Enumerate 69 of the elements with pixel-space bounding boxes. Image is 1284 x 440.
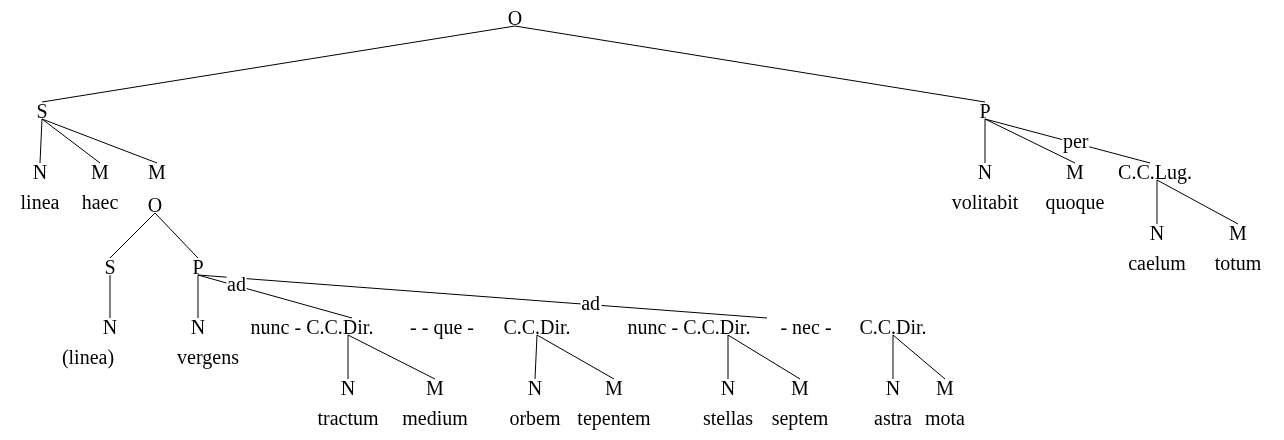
word-label: vergens bbox=[177, 347, 239, 367]
tree-branch-line bbox=[1156, 179, 1158, 225]
tree-branch-line bbox=[727, 334, 729, 380]
tree-branch-line bbox=[197, 274, 768, 319]
edge-label: ad bbox=[226, 273, 247, 294]
tree-node-label: M bbox=[91, 162, 109, 182]
word-label: mota bbox=[925, 408, 965, 428]
word-label: tepentem bbox=[577, 408, 651, 428]
connector-text: - - que - bbox=[410, 317, 474, 337]
tree-branch-line bbox=[347, 334, 436, 380]
tree-node-label: N bbox=[1149, 223, 1165, 243]
connector-text: - nec - bbox=[780, 317, 832, 337]
tree-branch-line bbox=[154, 212, 199, 259]
tree-node-label: N bbox=[340, 378, 356, 398]
tree-branch-line bbox=[892, 334, 894, 380]
word-label: quoque bbox=[1045, 192, 1105, 212]
tree-node-label: M bbox=[1066, 162, 1084, 182]
tree-branch-line bbox=[534, 334, 538, 380]
word-label: orbem bbox=[509, 408, 561, 428]
word-label: tractum bbox=[317, 408, 379, 428]
word-label: septem bbox=[771, 408, 829, 428]
tree-branch-line bbox=[727, 334, 801, 380]
tree-node-label: M bbox=[1229, 223, 1247, 243]
tree-branch-line bbox=[109, 274, 111, 319]
word-label: (linea) bbox=[61, 347, 115, 367]
tree-node-label: O bbox=[507, 8, 523, 28]
tree-branch-line bbox=[197, 274, 199, 319]
tree-branch-line bbox=[984, 118, 1076, 164]
tree-node-label: N bbox=[977, 162, 993, 182]
tree-node-label: N bbox=[32, 162, 48, 182]
tree-branch-line bbox=[41, 118, 101, 164]
tree-node-label: S bbox=[36, 101, 48, 121]
tree-branch-line bbox=[41, 25, 516, 103]
tree-branch-line bbox=[984, 118, 986, 164]
tree-node-label: M bbox=[936, 378, 954, 398]
tree-branch-line bbox=[347, 334, 349, 380]
tree-branch-line bbox=[514, 25, 986, 103]
tree-node-label: P bbox=[979, 101, 991, 121]
word-label: volitabit bbox=[951, 192, 1019, 212]
word-label: stellas bbox=[703, 408, 753, 428]
tree-node-label: S bbox=[104, 257, 116, 277]
word-label: linea bbox=[20, 192, 60, 212]
tree-node-label: O bbox=[147, 195, 163, 215]
tree-node-label: C.C.Dir. bbox=[859, 317, 927, 337]
tree-branch-line bbox=[892, 334, 946, 380]
tree-node-label: nunc - C.C.Dir. bbox=[250, 317, 374, 337]
tree-node-label: N bbox=[102, 317, 118, 337]
word-label: astra bbox=[874, 408, 912, 428]
word-label: medium bbox=[402, 408, 468, 428]
tree-node-label: C.C.Lug. bbox=[1118, 162, 1192, 182]
tree-node-label: N bbox=[720, 378, 736, 398]
tree-node-label: P bbox=[192, 257, 204, 277]
tree-node-label: N bbox=[885, 378, 901, 398]
tree-node-label: C.C.Dir. bbox=[503, 317, 571, 337]
tree-node-label: M bbox=[148, 162, 166, 182]
tree-node-label: N bbox=[190, 317, 206, 337]
tree-node-label: M bbox=[605, 378, 623, 398]
tree-node-label: M bbox=[426, 378, 444, 398]
tree-node-label: nunc - C.C.Dir. bbox=[627, 317, 751, 337]
tree-branch-line bbox=[39, 118, 43, 164]
word-label: haec bbox=[81, 192, 119, 212]
tree-node-label: N bbox=[527, 378, 543, 398]
tree-node-label: M bbox=[791, 378, 809, 398]
tree-branch-line bbox=[41, 118, 158, 164]
tree-branch-line bbox=[1156, 179, 1239, 225]
tree-branch-line bbox=[536, 334, 615, 380]
word-label: caelum bbox=[1128, 253, 1186, 273]
word-label: totum bbox=[1214, 253, 1262, 273]
tree-branch-line bbox=[109, 212, 156, 259]
